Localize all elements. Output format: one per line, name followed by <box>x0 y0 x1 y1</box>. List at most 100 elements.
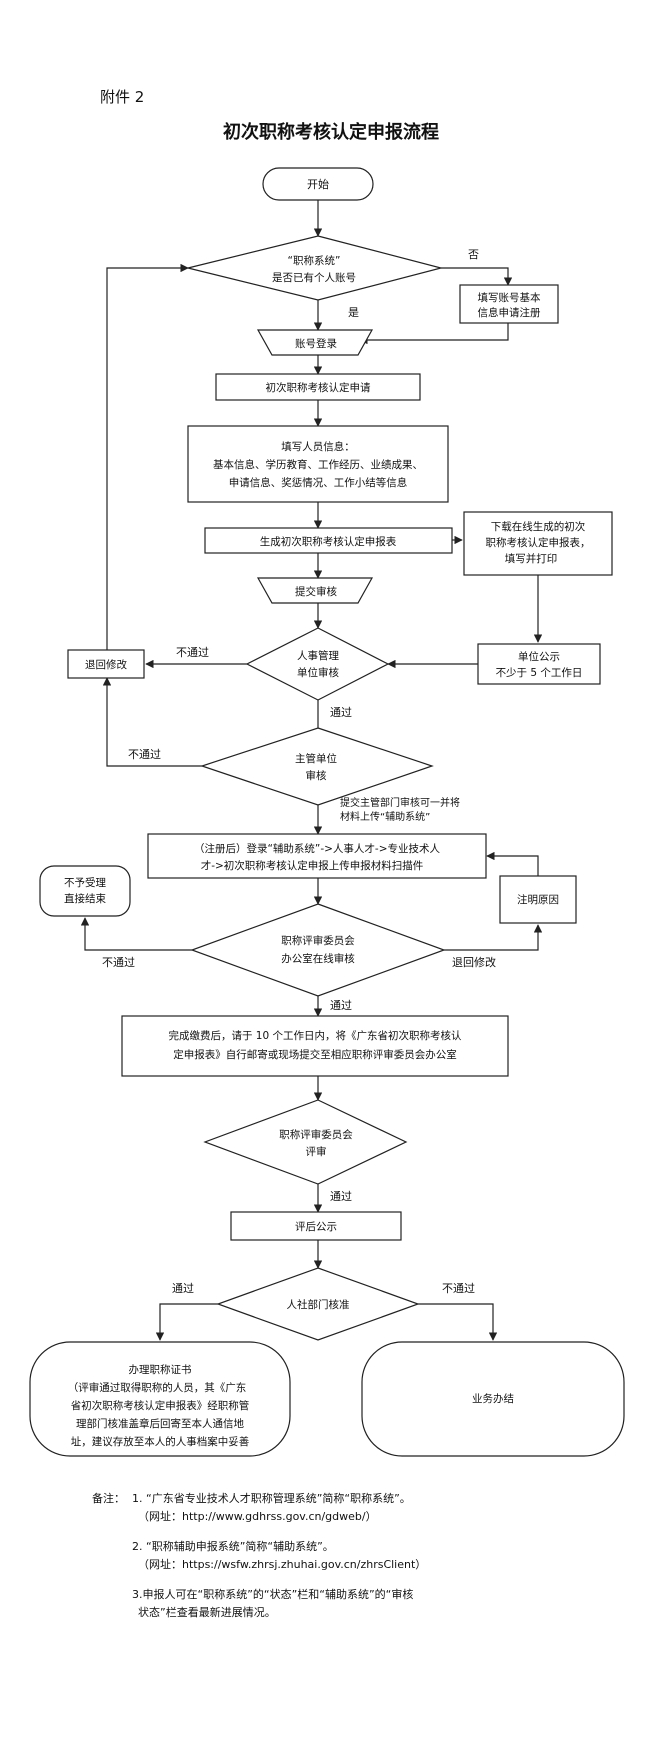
note-item: 3.申报人可在“职称系统”的“状态”栏和“辅助系统”的“审核 状态”栏查看最新进… <box>92 1586 612 1622</box>
label-review-pass: 通过 <box>330 1190 352 1203</box>
edge-return-to-account <box>106 263 189 650</box>
page-title: 初次职称考核认定申报流程 <box>223 122 439 143</box>
edge-register-to-login <box>359 323 509 345</box>
submit-review-node: 提交审核 <box>256 577 374 604</box>
pay-mail-line-2: 定申报表》自行邮寄或现场提交至相应职称评审委员会办公室 <box>173 1048 457 1061</box>
note-item: 备注： 1. “广东省专业技术人才职称管理系统”简称“职称系统”。 （网址：ht… <box>92 1490 612 1526</box>
return-modify-box: 退回修改 <box>67 649 145 679</box>
unit-publicity-line-1: 单位公示 <box>518 650 560 663</box>
fill-info-box: 填写人员信息： 基本信息、学历教育、工作经历、业绩成果、 申请信息、奖惩情况、工… <box>187 425 449 503</box>
hrss-approval-decision: 人社部门核准 <box>216 1267 420 1341</box>
start-node: 开始 <box>262 167 374 201</box>
notes-prefix: 备注： <box>92 1492 125 1505</box>
note-1-text: 1. “广东省专业技术人才职称管理系统”简称“职称系统”。 <box>132 1492 411 1505</box>
edge-online-notpass-to-reject <box>80 917 192 951</box>
committee-online-line-2: 办公室在线审核 <box>281 952 355 965</box>
label-no: 否 <box>468 248 479 261</box>
generate-form-label: 生成初次职称考核认定申报表 <box>260 535 397 548</box>
note-item: 2. “职称辅助申报系统”简称“辅助系统”。 （网址：https://wsfw.… <box>92 1538 612 1574</box>
competent-unit-line-2: 审核 <box>306 769 327 782</box>
hr-review-line-1: 人事管理 <box>297 649 339 662</box>
notes-section: 备注： 1. “广东省专业技术人才职称管理系统”简称“职称系统”。 （网址：ht… <box>92 1490 612 1634</box>
note-1-url: （网址：http://www.gdhrss.gov.cn/gdweb/） <box>138 1510 377 1523</box>
label-online-return: 退回修改 <box>452 955 496 969</box>
has-account-decision: “职称系统” 是否已有个人账号 <box>187 235 444 301</box>
return-modify-label: 退回修改 <box>85 658 127 671</box>
post-publicity-box: 评后公示 <box>230 1211 402 1241</box>
certificate-line-4: 理部门核准盖章后回寄至本人通信地 <box>76 1417 244 1430</box>
edge-online-return-to-reason <box>444 924 543 951</box>
assist-upload-box: （注册后）登录“辅助系统”->人事人才->专业技术人 才->初次职称考核认定申报… <box>147 833 487 879</box>
label-online-not-pass: 不通过 <box>102 956 135 969</box>
note-3-url: 状态”栏查看最新进展情况。 <box>138 1606 276 1619</box>
edge-hrss-pass-to-cert <box>155 1303 218 1341</box>
note-2-text: 2. “职称辅助申报系统”简称“辅助系统”。 <box>132 1540 334 1553</box>
not-accepted-line-1: 不予受理 <box>64 877 106 889</box>
label-hrss-not-pass: 不通过 <box>442 1282 475 1295</box>
has-account-line-2: 是否已有个人账号 <box>272 271 356 284</box>
certificate-line-1: 办理职称证书 <box>129 1363 192 1376</box>
completed-label: 业务办结 <box>472 1392 514 1405</box>
hrss-approval-label: 人社部门核准 <box>287 1298 350 1311</box>
committee-online-decision: 职称评审委员会 办公室在线审核 <box>190 903 446 997</box>
pay-mail-line-1: 完成缴费后，请于 10 个工作日内，将《广东省初次职称考核认 <box>168 1029 462 1042</box>
assist-upload-line-2: 才->初次职称考核认定申报上传申报材料扫描件 <box>201 859 424 872</box>
download-print-box: 下载在线生成的初次 职称考核认定申报表， 填写并打印 <box>463 511 613 576</box>
edge-hrss-notpass-to-done <box>418 1303 498 1341</box>
post-publicity-label: 评后公示 <box>295 1221 337 1233</box>
edge-labels: 否 是 不通过 通过 不通过 提交主管部门审核可一并将 材料上传“辅助系统” 不… <box>102 248 496 1295</box>
note-reason-box: 注明原因 <box>499 875 577 924</box>
label-hr-not-pass: 不通过 <box>176 646 209 659</box>
note-3-text: 3.申报人可在“职称系统”的“状态”栏和“辅助系统”的“审核 <box>132 1588 414 1601</box>
register-box: 填写账号基本 信息申请注册 <box>459 284 559 324</box>
note-reason-label: 注明原因 <box>517 893 559 906</box>
edge-competent-notpass-to-return <box>102 677 202 767</box>
edge-no-to-register <box>441 267 513 286</box>
submit-review-label: 提交审核 <box>295 585 337 598</box>
not-accepted-line-2: 直接结束 <box>64 892 106 905</box>
register-line-2: 信息申请注册 <box>478 306 541 319</box>
start-label: 开始 <box>307 177 329 191</box>
apply-label: 初次职称考核认定申请 <box>266 381 371 394</box>
note-2-url: （网址：https://wsfw.zhrsj.zhuhai.gov.cn/zhr… <box>138 1558 427 1571</box>
edge-reason-to-upload <box>486 851 539 876</box>
pay-mail-box: 完成缴费后，请于 10 个工作日内，将《广东省初次职称考核认 定申报表》自行邮寄… <box>121 1015 509 1077</box>
hr-review-line-2: 单位审核 <box>297 666 339 679</box>
download-line-2: 职称考核认定申报表， <box>486 536 591 549</box>
unit-publicity-line-2: 不少于 5 个工作日 <box>496 667 583 679</box>
competent-unit-decision: 主管单位 审核 <box>200 727 434 806</box>
certificate-line-3: 省初次职称考核认定申报表》经职称管 <box>71 1399 250 1412</box>
unit-publicity-box: 单位公示 不少于 5 个工作日 <box>477 643 601 685</box>
certificate-line-5: 址，建议存放至本人的人事档案中妥善 <box>71 1435 250 1448</box>
assist-upload-line-1: （注册后）登录“辅助系统”->人事人才->专业技术人 <box>194 842 441 855</box>
download-line-1: 下载在线生成的初次 <box>491 520 586 533</box>
label-submit-note-2: 材料上传“辅助系统” <box>340 810 430 823</box>
register-line-1: 填写账号基本 <box>478 291 541 304</box>
fill-info-line-1: 填写人员信息： <box>281 440 355 453</box>
download-line-3: 填写并打印 <box>505 552 558 565</box>
not-accepted-node: 不予受理 直接结束 <box>39 865 131 917</box>
generate-form-box: 生成初次职称考核认定申报表 <box>204 527 453 554</box>
fill-info-line-3: 申请信息、奖惩情况、工作小结等信息 <box>229 476 408 489</box>
login-node: 账号登录 <box>256 329 374 356</box>
flow-edges <box>80 200 543 1341</box>
fill-info-line-2: 基本信息、学历教育、工作经历、业绩成果、 <box>213 458 423 471</box>
committee-review-line-2: 评审 <box>306 1145 327 1158</box>
label-yes: 是 <box>348 306 359 319</box>
competent-unit-line-1: 主管单位 <box>295 752 337 765</box>
hr-review-decision: 人事管理 单位审核 <box>245 627 390 701</box>
certificate-line-2: （评审通过取得职称的人员，其《广东 <box>68 1381 247 1394</box>
completed-node: 业务办结 <box>361 1341 625 1457</box>
label-submit-note-1: 提交主管部门审核可一并将 <box>340 796 460 809</box>
label-hr-pass: 通过 <box>330 706 352 719</box>
apply-box: 初次职称考核认定申请 <box>215 373 421 401</box>
committee-review-line-1: 职称评审委员会 <box>279 1128 353 1141</box>
has-account-line-1: “职称系统” <box>288 254 341 267</box>
attachment-label: 附件 2 <box>100 88 145 106</box>
committee-review-decision: 职称评审委员会 评审 <box>203 1099 408 1185</box>
label-hrss-pass: 通过 <box>172 1282 194 1295</box>
login-label: 账号登录 <box>295 337 337 350</box>
certificate-node: 办理职称证书 （评审通过取得职称的人员，其《广东 省初次职称考核认定申报表》经职… <box>29 1341 291 1457</box>
committee-online-line-1: 职称评审委员会 <box>281 934 355 947</box>
